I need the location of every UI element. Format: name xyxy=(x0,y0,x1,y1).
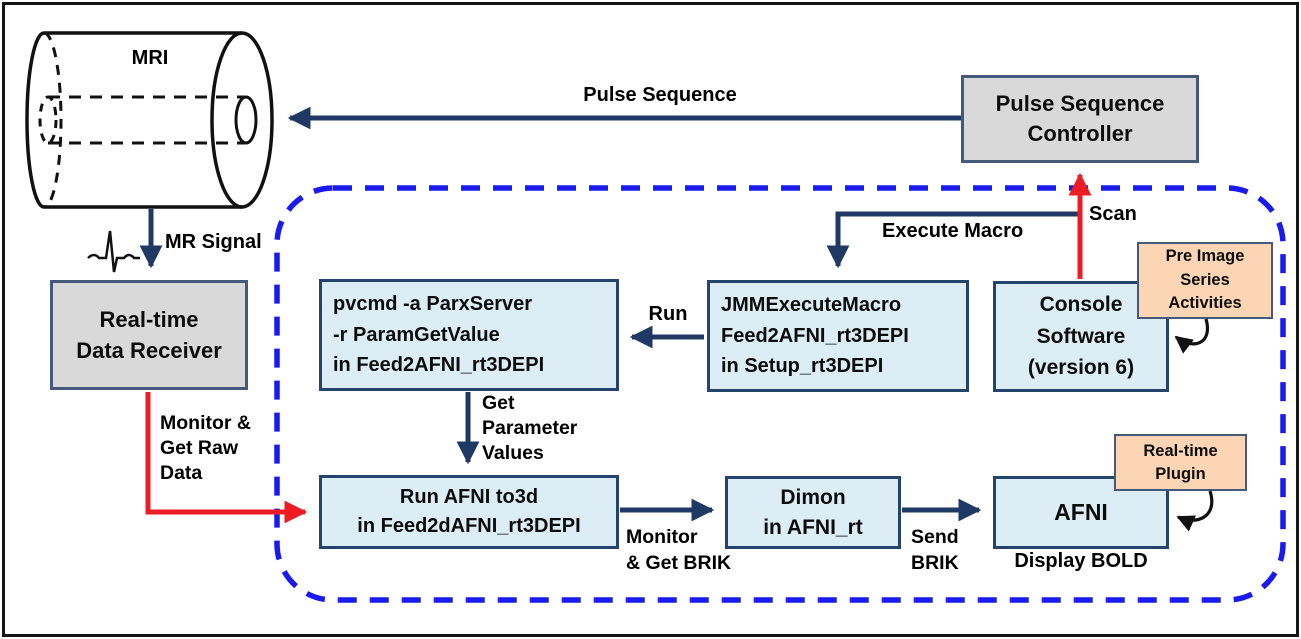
edge-label-execute-macro: Execute Macro xyxy=(882,220,1024,242)
node-afni-label: AFNI xyxy=(1054,499,1108,526)
afni-caption-display-bold: Display BOLD xyxy=(1014,550,1148,572)
edge-label-send-brik: Send BRIK xyxy=(911,526,959,574)
node-console-software-label: Console Software (version 6) xyxy=(1027,293,1135,380)
node-pulse-sequence-controller: Pulse Sequence Controller xyxy=(961,75,1199,163)
edge-label-get-parameter-values: Get Parameter Values xyxy=(482,392,578,464)
node-jmm-execute-macro: JMMExecuteMacro Feed2AFNI_rt3DEPI in Set… xyxy=(707,280,969,392)
edge-label-pulse-sequence: Pulse Sequence xyxy=(583,84,737,106)
edge-label-mr-signal: MR Signal xyxy=(165,231,262,253)
edge-label-scan: Scan xyxy=(1089,203,1137,225)
edge-label-monitor-get-raw-data: Monitor & Get Raw Data xyxy=(160,412,251,484)
node-real-time-data-receiver-label: Real-time Data Receiver xyxy=(76,306,222,363)
edge-label-run: Run xyxy=(648,303,688,325)
node-jmm-execute-macro-label: JMMExecuteMacro Feed2AFNI_rt3DEPI in Set… xyxy=(721,294,909,378)
node-pulse-sequence-controller-label: Pulse Sequence Controller xyxy=(995,90,1165,146)
node-dimon: Dimon in AFNI_rt xyxy=(725,476,901,549)
node-real-time-plugin-label: Real-time Plugin xyxy=(1143,441,1218,483)
node-real-time-data-receiver: Real-time Data Receiver xyxy=(50,280,248,390)
edge-label-monitor-get-brik: Monitor & Get BRIK xyxy=(626,526,732,574)
mri-label: MRI xyxy=(131,47,169,69)
node-dimon-label: Dimon in AFNI_rt xyxy=(763,486,863,539)
node-run-afni-to3d-label: Run AFNI to3d in Feed2dAFNI_rt3DEPI xyxy=(357,486,581,537)
node-pvcmd: pvcmd -a ParxServer -r ParamGetValue in … xyxy=(319,279,619,391)
node-pvcmd-label: pvcmd -a ParxServer -r ParamGetValue in … xyxy=(333,293,545,377)
node-pre-image-series-activities-label: Pre Image Series Activities xyxy=(1165,247,1245,313)
node-pre-image-series-activities: Pre Image Series Activities xyxy=(1137,242,1273,319)
node-real-time-plugin: Real-time Plugin xyxy=(1114,434,1247,491)
node-run-afni-to3d: Run AFNI to3d in Feed2dAFNI_rt3DEPI xyxy=(319,475,619,549)
